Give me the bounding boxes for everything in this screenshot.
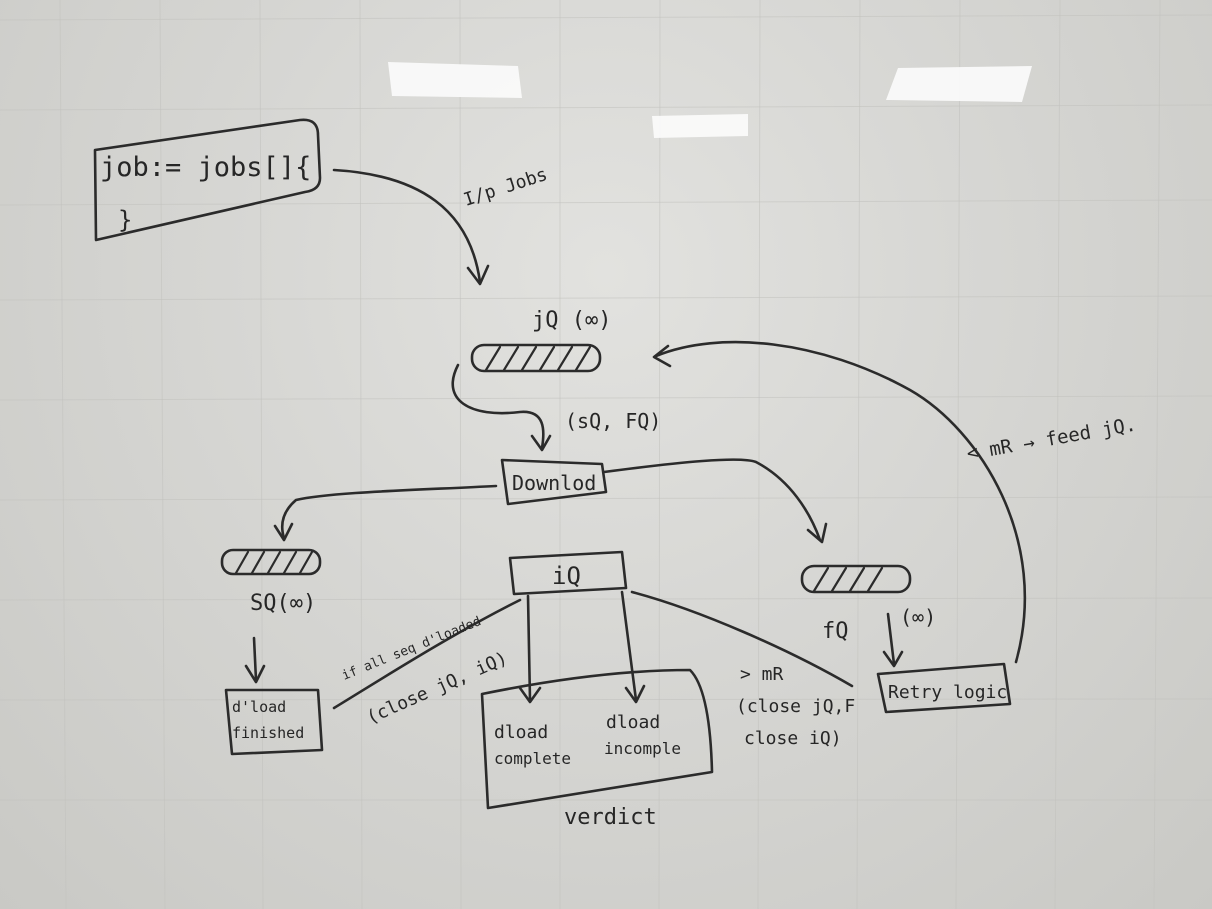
jq-queue bbox=[470, 343, 602, 373]
label-dload-incomplete-2: incomple bbox=[604, 739, 681, 758]
download-box: Downlod bbox=[500, 458, 608, 506]
arrow-iq-to-complete bbox=[526, 594, 532, 702]
arrow-jq-to-download bbox=[451, 363, 545, 450]
code-box: job:= jobs[]{ } bbox=[93, 118, 322, 242]
sq-queue bbox=[220, 548, 322, 576]
label-dload-complete-2: complete bbox=[494, 749, 571, 768]
iq-box: iQ bbox=[508, 550, 628, 596]
label-dload-incomplete-1: dload bbox=[606, 712, 660, 733]
arrow-jobs-to-jq bbox=[332, 168, 482, 284]
fq-queue bbox=[800, 564, 912, 594]
label-jq: jQ (∞) bbox=[532, 308, 611, 333]
label-mr-feed: < mR → feed jQ. bbox=[965, 413, 1138, 464]
arrow-download-to-sq bbox=[280, 484, 498, 540]
line-iq-to-finished bbox=[332, 598, 522, 710]
arrow-fq-to-retry bbox=[886, 612, 896, 666]
label-sq-fq: (sQ, FQ) bbox=[565, 409, 661, 433]
label-dload-finished-1: d'load bbox=[232, 698, 286, 716]
line-retry-to-iq bbox=[630, 590, 854, 688]
label-fq: fQ bbox=[822, 619, 849, 644]
code-line-1: job:= jobs[]{ bbox=[100, 152, 311, 183]
retry-box: Retry logic bbox=[876, 662, 1012, 714]
arrow-retry-to-jq bbox=[654, 340, 1027, 664]
label-dload-finished-2: finished bbox=[232, 724, 304, 742]
label-mr-gt: > mR bbox=[740, 664, 784, 685]
label-download: Downlod bbox=[512, 471, 596, 495]
label-ip-jobs: I/p Jobs bbox=[461, 164, 550, 211]
label-close-jq-fq: (close jQ,F bbox=[736, 696, 855, 717]
light-glare bbox=[388, 62, 1032, 138]
verdict-box: dload complete dload incomple bbox=[480, 668, 714, 810]
label-dload-complete-1: dload bbox=[494, 722, 548, 743]
label-verdict: verdict bbox=[564, 805, 657, 830]
label-iq: iQ bbox=[552, 562, 581, 590]
label-retry: Retry logic bbox=[888, 682, 1007, 703]
label-close-iq: close iQ) bbox=[744, 728, 842, 749]
arrow-iq-to-incomplete bbox=[620, 590, 638, 702]
code-line-2: } bbox=[118, 206, 132, 234]
arrowhead-jobs bbox=[466, 264, 490, 286]
arrow-download-to-fq bbox=[602, 458, 822, 542]
label-fq-cap: (∞) bbox=[900, 605, 936, 629]
label-sq: SQ(∞) bbox=[250, 591, 316, 616]
dload-finished-box: d'load finished bbox=[224, 688, 324, 756]
arrow-sq-to-finished bbox=[252, 636, 258, 682]
